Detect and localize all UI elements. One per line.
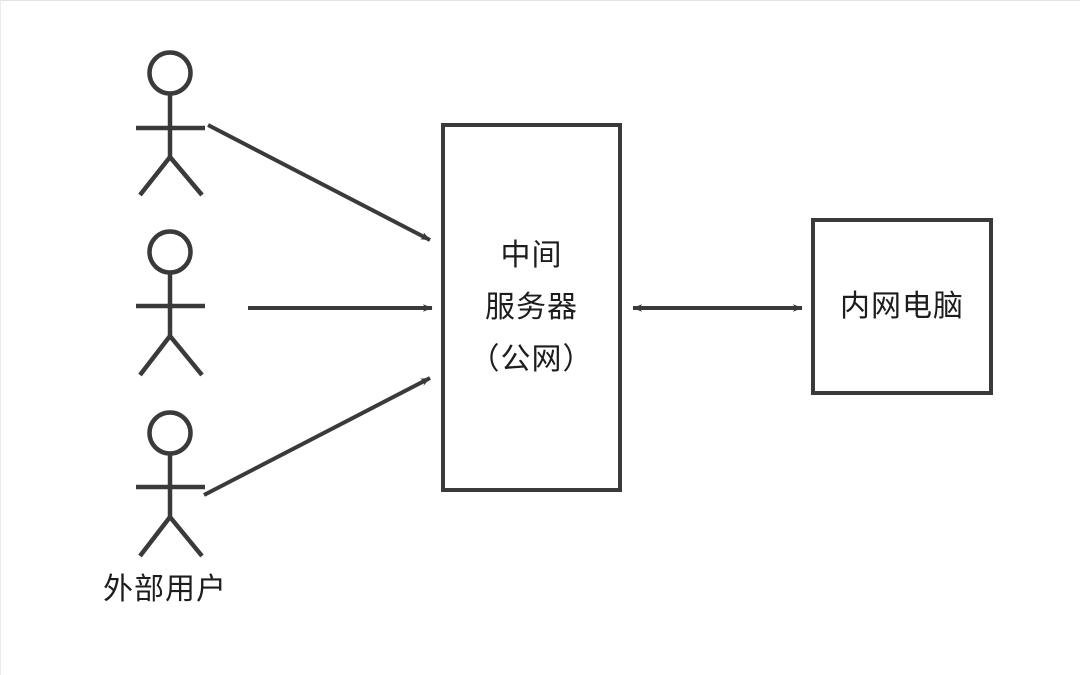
person-leg-right bbox=[168, 334, 204, 377]
connector-user1-to-server bbox=[207, 123, 431, 242]
person-head-icon bbox=[147, 410, 193, 456]
person-leg-left bbox=[138, 515, 172, 558]
stick-figure-person-icon bbox=[136, 410, 205, 558]
intranet-computer-label-line-1: 内网电脑 bbox=[840, 289, 964, 323]
middle-server-label-line-2: 服务器 bbox=[485, 290, 578, 324]
connector-user3-to-server bbox=[203, 376, 431, 497]
middle-server-label: 中间 服务器 （公网） bbox=[443, 125, 620, 490]
middle-server-label-line-1: 中间 bbox=[500, 238, 563, 272]
person-head-icon bbox=[147, 50, 193, 96]
external-users-caption: 外部用户 bbox=[103, 573, 227, 606]
person-head-icon bbox=[147, 229, 193, 275]
stick-figure-person-icon bbox=[136, 229, 205, 377]
intranet-computer-label: 内网电脑 bbox=[813, 220, 991, 393]
stick-figure-person-icon bbox=[136, 50, 205, 197]
intranet-computer-box[interactable] bbox=[811, 218, 993, 395]
person-leg-right bbox=[168, 515, 204, 558]
person-leg-right bbox=[168, 155, 204, 197]
middle-server-box[interactable] bbox=[441, 123, 622, 492]
person-leg-left bbox=[138, 155, 172, 197]
person-leg-left bbox=[138, 334, 172, 377]
middle-server-label-line-3: （公网） bbox=[469, 342, 594, 376]
